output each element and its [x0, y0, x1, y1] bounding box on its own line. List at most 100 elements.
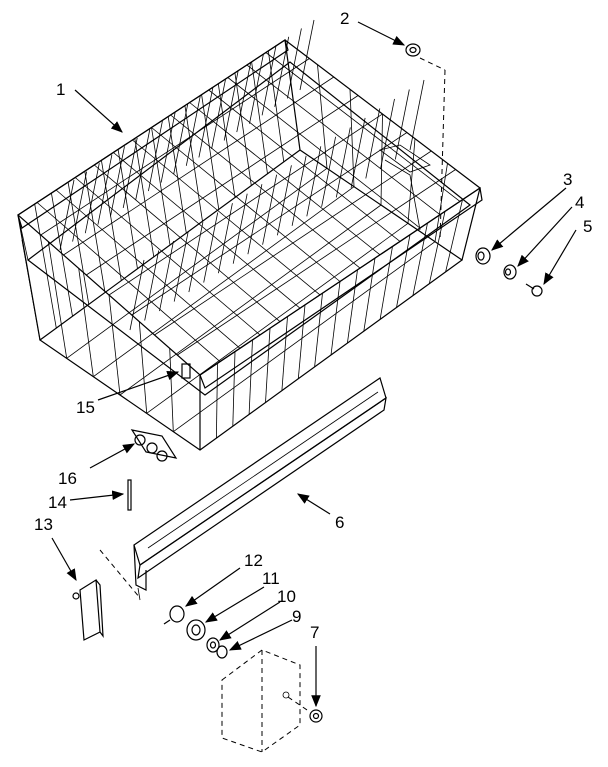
mounting-outline — [221, 649, 311, 753]
callout-13: 13 — [34, 515, 53, 534]
wire — [189, 102, 381, 256]
callout-3: 3 — [563, 170, 572, 189]
wire — [146, 222, 409, 414]
wire — [167, 116, 187, 234]
wire — [151, 127, 341, 282]
wire — [281, 316, 288, 391]
wire — [330, 281, 341, 356]
wire — [249, 53, 264, 124]
wire — [434, 163, 448, 242]
wire — [138, 321, 148, 414]
wire — [188, 222, 204, 293]
wire — [170, 114, 361, 269]
bearing-part-3 — [475, 247, 491, 265]
wire — [159, 241, 174, 312]
wire — [173, 104, 189, 175]
callout-9: 9 — [292, 607, 301, 626]
clip-part-9 — [216, 645, 228, 659]
wire — [396, 234, 411, 308]
wire — [113, 152, 301, 309]
nut-part-7 — [309, 709, 323, 723]
wire — [232, 193, 248, 264]
callout-labels: 1 2 3 4 5 6 7 9 10 11 12 13 14 15 16 — [34, 9, 592, 642]
wire — [379, 246, 393, 320]
wire — [350, 117, 366, 188]
clip-part-15 — [181, 363, 191, 379]
wire — [246, 64, 441, 216]
wire — [84, 163, 100, 234]
wire — [169, 348, 174, 432]
wire — [317, 64, 328, 169]
wire — [134, 138, 155, 257]
wire — [78, 268, 94, 377]
wire — [34, 204, 57, 329]
wire — [349, 89, 355, 187]
wire — [247, 184, 263, 255]
callout-15: 15 — [76, 398, 95, 417]
wire — [347, 269, 358, 344]
washer-part-4 — [503, 264, 517, 280]
wire — [251, 61, 268, 174]
callout-6: 6 — [335, 513, 344, 532]
wire — [445, 199, 463, 272]
wire — [144, 250, 160, 321]
wire — [108, 294, 121, 396]
stud-part-12 — [163, 605, 185, 625]
wire — [234, 72, 252, 186]
wire — [36, 202, 221, 362]
wire — [297, 304, 306, 379]
wire — [72, 171, 87, 242]
wire — [262, 174, 277, 245]
wire — [380, 113, 383, 206]
wire — [129, 259, 145, 331]
wire — [236, 62, 252, 133]
callout-10: 10 — [277, 587, 296, 606]
callout-5: 5 — [583, 217, 592, 236]
wire — [55, 189, 241, 349]
screw-part-5 — [525, 283, 543, 297]
callout-12: 12 — [244, 551, 263, 570]
slide-rail — [133, 377, 387, 601]
rack-tines — [59, 19, 425, 331]
leader-lines — [51, 21, 577, 708]
washer-part-10 — [206, 637, 220, 653]
wire — [101, 160, 122, 281]
wire — [227, 77, 421, 229]
wire — [122, 137, 138, 208]
wire — [119, 204, 382, 396]
wire — [363, 258, 376, 332]
wire — [135, 129, 151, 200]
wire — [261, 45, 277, 116]
wire — [299, 19, 315, 91]
wire — [232, 351, 236, 427]
wire — [67, 182, 90, 305]
wire — [151, 127, 171, 246]
wire — [93, 186, 355, 378]
wire — [110, 146, 125, 217]
wheel-part-11 — [186, 619, 206, 641]
rack-wires — [34, 50, 463, 439]
callout-11: 11 — [262, 569, 280, 588]
wire — [365, 108, 381, 179]
pin-part-14 — [127, 479, 132, 511]
wire — [173, 241, 436, 433]
wire — [117, 149, 138, 269]
wire — [218, 203, 233, 274]
wire — [211, 78, 226, 149]
wire — [287, 28, 302, 99]
wire — [223, 70, 239, 141]
wire — [97, 154, 113, 225]
roller-part-2 — [405, 43, 421, 57]
wire — [409, 79, 425, 151]
wire — [248, 339, 253, 415]
wire — [203, 212, 219, 283]
callout-14: 14 — [48, 493, 67, 512]
wire — [428, 211, 446, 284]
wire — [184, 105, 203, 222]
callout-2: 2 — [340, 9, 349, 28]
dish-rack — [17, 39, 483, 451]
wire — [321, 136, 336, 207]
wire — [216, 363, 218, 439]
wire — [306, 146, 322, 217]
